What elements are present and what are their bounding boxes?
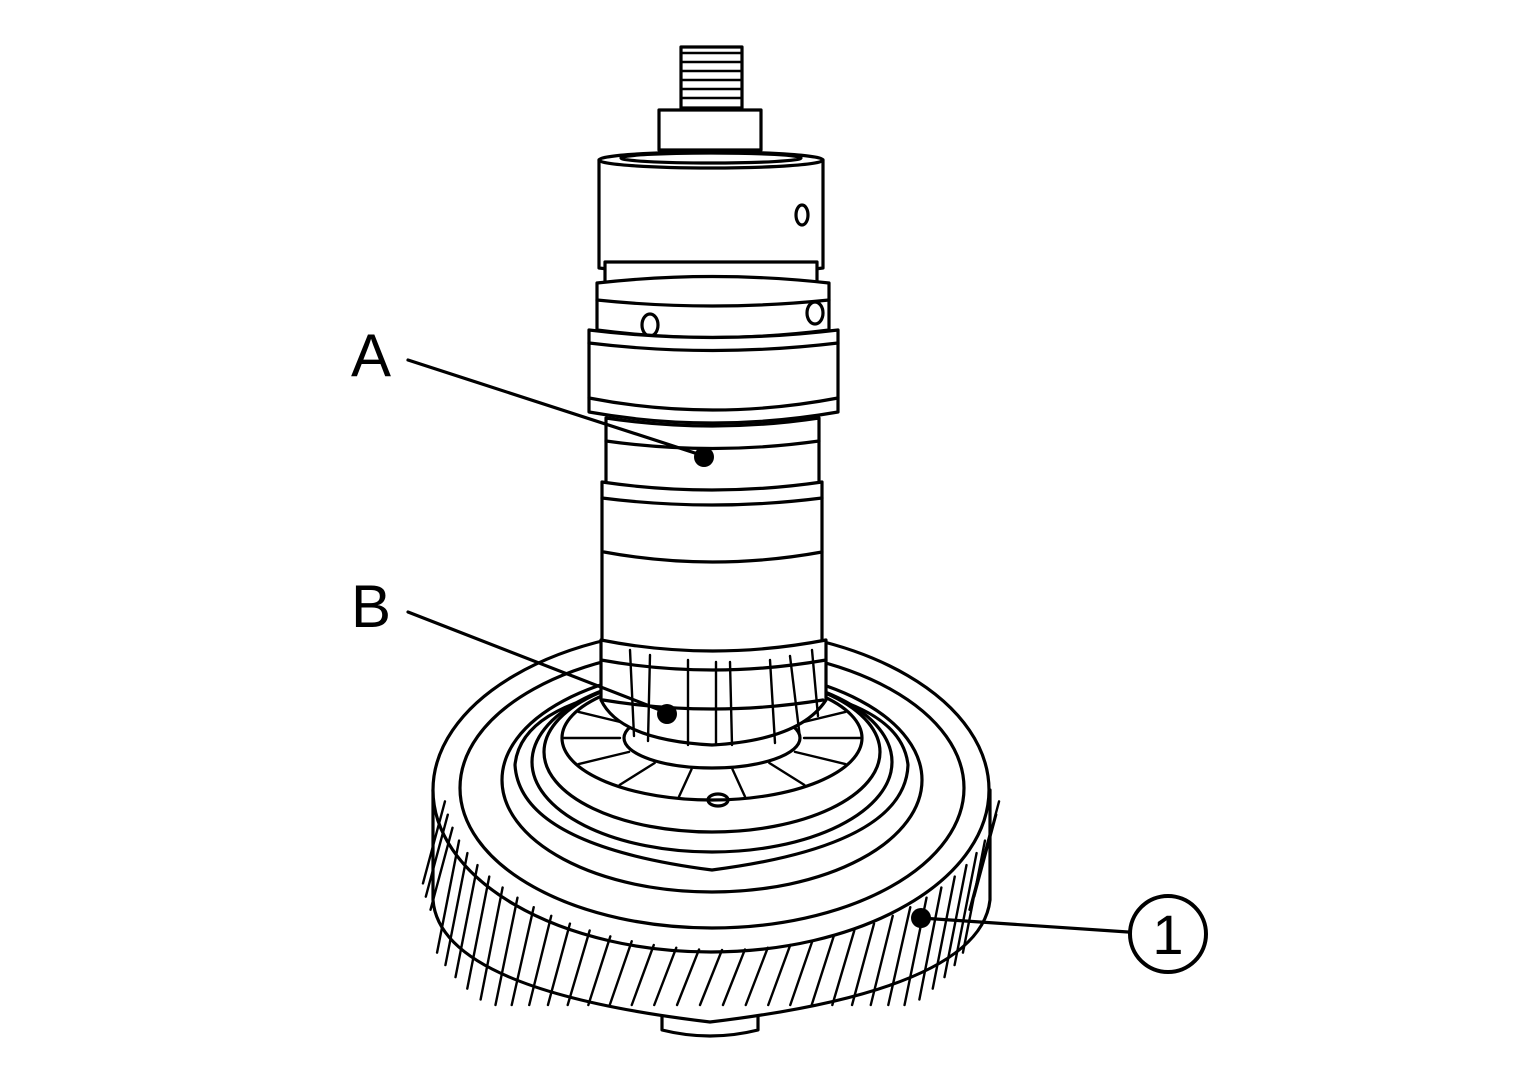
gear-tooth-line <box>479 886 504 1001</box>
callout-part-1-number: 1 <box>1152 903 1183 966</box>
gear-tooth-line <box>546 922 572 1007</box>
gear-tooth-line <box>953 851 978 967</box>
gear-spoke <box>618 761 656 787</box>
gear-tooth-line <box>510 905 535 1007</box>
gear-tooth-line <box>744 946 769 1007</box>
callout-a: A <box>351 322 714 467</box>
gear-tooth-line <box>887 905 912 1007</box>
gear-tooth-line <box>653 946 678 1007</box>
drive-gear <box>421 626 1001 1038</box>
gear-spoke <box>731 767 747 798</box>
callout-b-label: B <box>351 573 391 640</box>
gear-tooth-line <box>721 948 747 1007</box>
gear-tooth-line <box>869 914 894 1007</box>
gear-tooth-line <box>424 813 449 898</box>
gear-spoke <box>768 761 806 787</box>
gear-tooth-line <box>698 948 724 1007</box>
gear-tooth-line <box>630 943 655 1007</box>
gear-tooth-line <box>494 896 519 1007</box>
gear-spoke <box>577 750 631 766</box>
gear-tooth-line <box>767 943 792 1007</box>
gear-tooth-line <box>466 875 491 990</box>
gear-tooth-line <box>918 886 943 1001</box>
gear-tooth-line <box>789 940 814 1007</box>
gear-tooth-line <box>810 935 835 1007</box>
gear-tooth-line <box>454 863 479 979</box>
gear-spoke <box>793 750 847 766</box>
gear-tooth-line <box>429 826 454 911</box>
service-tool <box>587 45 840 747</box>
gear-tooth-line <box>675 948 701 1007</box>
gear-tooth-line <box>444 851 469 967</box>
callout-part-1-circle <box>1128 894 1208 974</box>
callout-b-dot <box>657 704 677 724</box>
gear-tooth-line <box>421 800 447 885</box>
gear-tooth-line <box>850 922 876 1007</box>
gear-tooth-line <box>975 800 1001 885</box>
gear-tooth-line <box>435 839 461 954</box>
callout-a-label: A <box>351 322 391 389</box>
gear-spoke <box>677 767 693 798</box>
gear-tooth-line <box>831 929 856 1007</box>
callout-b: B <box>351 573 677 724</box>
gear-tooth-line <box>528 914 553 1007</box>
callout-part-1: 1 <box>911 894 1208 974</box>
gear-tooth-line <box>931 875 956 990</box>
gear-teeth <box>421 800 1001 1007</box>
callout-a-dot <box>694 447 714 467</box>
gear-tooth-line <box>566 929 591 1007</box>
gear-tooth-line <box>587 935 612 1007</box>
gear-tooth-line <box>608 940 633 1007</box>
